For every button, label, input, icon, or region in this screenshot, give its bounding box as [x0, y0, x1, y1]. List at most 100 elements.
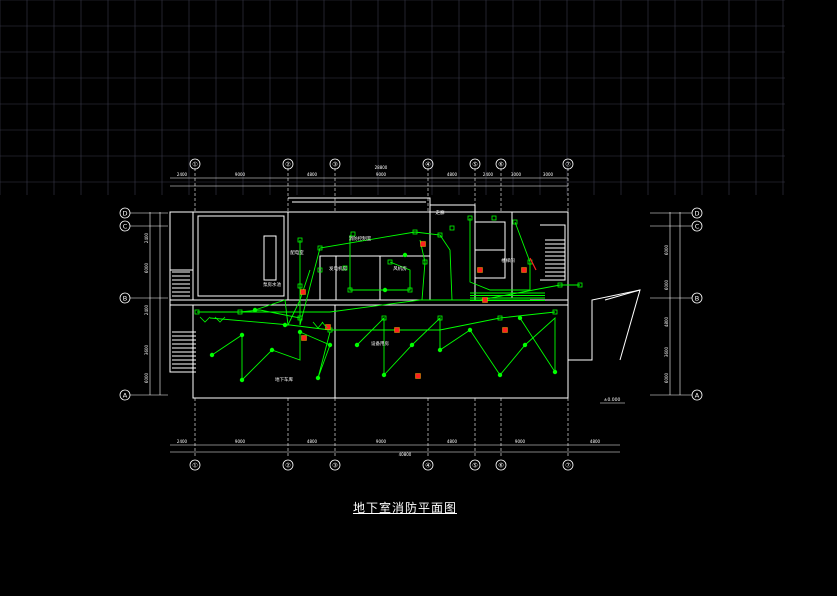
row-axis-left-label: D — [122, 210, 127, 218]
smoke-detector — [194, 309, 200, 315]
wall-segment — [319, 255, 430, 300]
room-label: 配电室 — [290, 249, 304, 256]
room-label: 泵房水池 — [263, 281, 281, 288]
room-label: 楼梯间 — [501, 257, 515, 264]
heat-detector — [381, 372, 387, 378]
smoke-detector — [317, 267, 323, 273]
smoke-detector — [577, 282, 583, 288]
wiring-run — [239, 309, 301, 319]
smoke-detector — [317, 245, 323, 251]
smoke-detector — [407, 287, 413, 293]
room-label: 设备用房 — [371, 340, 389, 347]
heat-detector — [552, 369, 558, 375]
drawing-title: 地下室消防平面图 — [352, 501, 457, 515]
column-axis-bottom-label: ① — [192, 462, 198, 470]
heat-detector — [282, 322, 288, 328]
heat-detector — [382, 287, 388, 293]
smoke-detector — [297, 315, 303, 321]
bottom-dimension-text: 9000 — [515, 439, 526, 444]
column-axis-top — [495, 158, 507, 170]
column-axis-top-label: ⑥ — [498, 161, 504, 169]
left-dimension-text: 2400 — [144, 232, 149, 243]
room-label: 地下车库 — [275, 376, 293, 383]
alarm-button — [301, 335, 307, 341]
room-label: 发电机房 — [329, 265, 347, 272]
column-axis-bottom-label: ⑥ — [498, 462, 504, 470]
right-dimension-text: 3600 — [664, 346, 669, 357]
wiring-run — [211, 331, 331, 382]
alarm-button — [521, 267, 527, 273]
column-axis-bottom-label: ② — [285, 462, 291, 470]
smoke-detector — [297, 283, 303, 289]
wiring-run — [479, 284, 580, 301]
smoke-detector — [350, 231, 356, 237]
heat-detector — [239, 377, 245, 383]
column-axis-bottom-label: ⑤ — [472, 462, 478, 470]
smoke-detector — [347, 287, 353, 293]
column-axis-top — [562, 158, 574, 170]
row-axis-right-label: A — [695, 392, 700, 400]
alarm-button — [482, 297, 488, 303]
column-axis-top-label: ⑤ — [472, 161, 478, 169]
elevation-label: ±0.000 — [604, 397, 621, 403]
heat-detector — [517, 315, 523, 321]
column-axis-top — [422, 158, 434, 170]
wall-segment — [288, 197, 431, 300]
smoke-detector — [552, 309, 558, 315]
bottom-dimension-text: 4800 — [447, 439, 458, 444]
alarm-button — [300, 289, 306, 295]
row-axis-right-label: D — [694, 210, 699, 218]
smoke-detector — [437, 315, 443, 321]
heat-detector — [354, 342, 360, 348]
row-axis-left-label: B — [123, 295, 127, 303]
heat-detector — [269, 347, 275, 353]
left-dimension-text: 6000 — [144, 372, 149, 383]
heat-detector — [467, 327, 473, 333]
heat-detector — [437, 347, 443, 353]
fire-devices — [194, 215, 583, 383]
row-axis-left-label: C — [123, 223, 128, 231]
bottom-total-dimension: 40800 — [399, 452, 412, 457]
column-axis-top-label: ③ — [332, 161, 338, 169]
right-dimension-text: 4800 — [664, 316, 669, 327]
bottom-dimension-text: 4800 — [590, 439, 601, 444]
column-axis-bottom — [189, 459, 201, 471]
room-label: 风机房 — [393, 265, 407, 272]
column-axis-top-label: ④ — [425, 161, 431, 169]
column-axis-bottom-label: ⑦ — [565, 462, 571, 470]
alarm-button — [325, 324, 331, 330]
column-axis-bottom-label: ④ — [425, 462, 431, 470]
heat-detector — [497, 372, 503, 378]
smoke-detector — [467, 215, 473, 221]
heat-detector — [315, 375, 321, 381]
smoke-detector — [422, 259, 428, 265]
heat-detector — [522, 342, 528, 348]
column-axis-bottom — [469, 459, 481, 471]
top-total-dimension: 28800 — [375, 165, 388, 170]
smoke-detector — [381, 315, 387, 321]
column-axis-top — [329, 158, 341, 170]
column-axis-bottom — [422, 459, 434, 471]
top-dimension-text: 4800 — [447, 172, 458, 177]
smoke-detector — [237, 309, 243, 315]
heat-detector — [402, 252, 408, 258]
heat-detector — [209, 352, 215, 358]
wall-segment — [567, 268, 641, 361]
alarm-button — [420, 241, 426, 247]
smoke-detector — [412, 229, 418, 235]
row-axis-right-label: C — [695, 223, 700, 231]
column-axis-top — [282, 158, 294, 170]
wiring-run — [209, 311, 556, 331]
fan-icon — [199, 316, 226, 323]
wiring-run — [469, 218, 531, 291]
top-dimension-text: 2400 — [483, 172, 494, 177]
smoke-detector — [387, 259, 393, 265]
alarm-button — [502, 327, 508, 333]
room-label: 消防控制室 — [349, 235, 372, 242]
wiring-run — [419, 239, 426, 301]
wiring-run — [349, 235, 411, 291]
